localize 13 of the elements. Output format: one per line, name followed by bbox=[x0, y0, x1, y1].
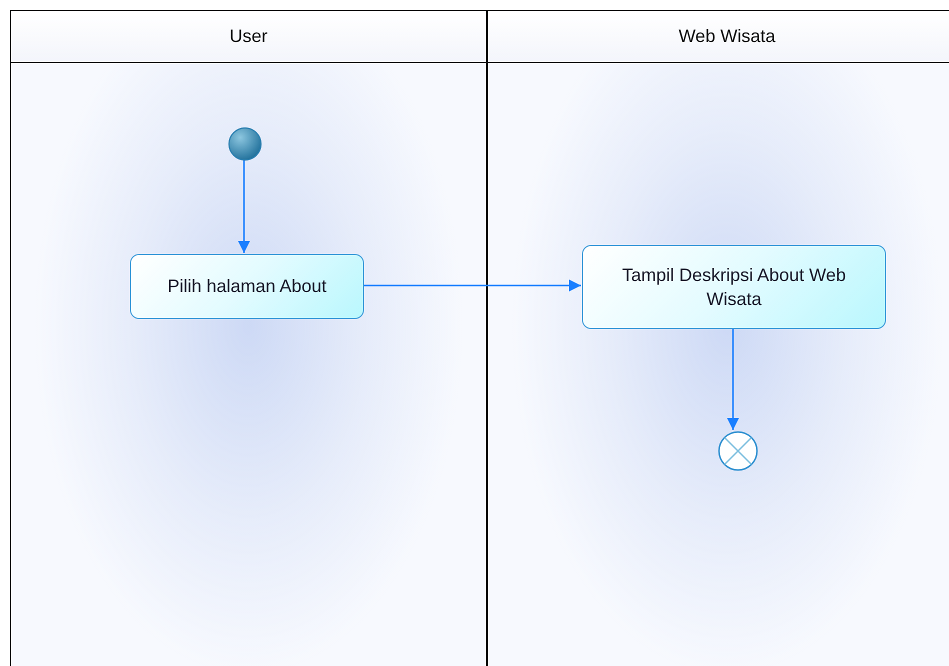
arrow bbox=[363, 280, 581, 292]
lane-title: Web Wisata bbox=[678, 26, 776, 47]
start-node bbox=[228, 127, 262, 161]
swimlane bbox=[487, 10, 949, 666]
arrow bbox=[238, 160, 250, 253]
lane-title: User bbox=[229, 26, 268, 47]
action-box bbox=[582, 245, 886, 329]
swimlane bbox=[10, 10, 487, 666]
action-label: Tampil Deskripsi About Web Wisata bbox=[621, 264, 847, 311]
arrow bbox=[727, 328, 739, 430]
action-label: Pilih halaman About bbox=[167, 275, 327, 298]
action-box bbox=[130, 254, 364, 319]
final-node bbox=[718, 431, 758, 471]
